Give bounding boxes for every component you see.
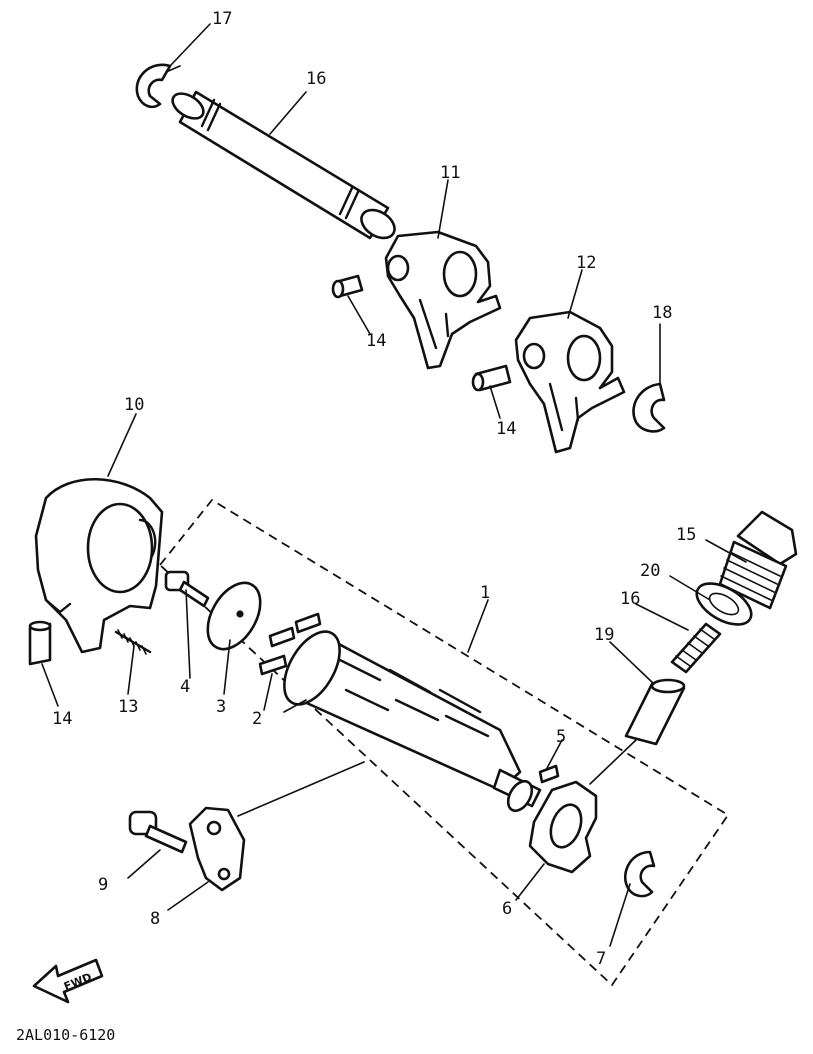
callout-13: 13	[118, 697, 138, 717]
callout-11: 11	[440, 163, 460, 183]
pin-14-lower	[28, 620, 52, 666]
callout-3: 3	[216, 697, 226, 717]
callout-7: 7	[596, 949, 606, 969]
callout-14-upper: 14	[366, 331, 386, 351]
washer-20	[695, 582, 753, 626]
callout-19: 19	[594, 625, 614, 645]
leader-lines	[41, 23, 747, 947]
shift-fork-10	[34, 477, 164, 654]
pin-14-middle	[471, 364, 512, 392]
plunger-19	[624, 678, 686, 746]
bolt-9	[128, 810, 188, 854]
plate-3	[206, 581, 262, 651]
callout-20: 20	[640, 561, 660, 581]
spring-13	[114, 629, 152, 655]
callout-2: 2	[252, 709, 262, 729]
shift-shaft-15	[171, 90, 396, 240]
callout-14-middle: 14	[496, 419, 516, 439]
callout-15: 16	[306, 69, 326, 89]
callout-9: 9	[98, 875, 108, 895]
callout-16-right: 18	[652, 303, 672, 323]
shift-fork-12	[514, 310, 626, 454]
callout-4: 4	[180, 677, 190, 697]
spring-18	[670, 622, 722, 674]
callout-5: 5	[556, 727, 566, 747]
neutral-plug-17	[718, 510, 798, 610]
fwd-arrow-icon: FWD	[32, 958, 104, 1004]
pin-14-upper	[331, 274, 364, 299]
segment-6	[528, 780, 598, 874]
bolt-4	[164, 570, 210, 608]
shift-drum-1	[283, 630, 542, 813]
callout-16-top: 17	[212, 9, 232, 29]
circlip-7	[623, 850, 656, 898]
stopper-lever-8	[188, 806, 246, 892]
shift-fork-11	[384, 230, 502, 370]
callout-10: 10	[124, 395, 144, 415]
callout-1: 1	[480, 583, 490, 603]
catalog-code: 2AL010-6120	[16, 1026, 115, 1044]
callout-14-lower: 14	[52, 709, 72, 729]
callout-17: 15	[676, 525, 696, 545]
circlip-16-top	[135, 63, 181, 109]
callout-18: 16	[620, 589, 640, 609]
pins-2	[258, 612, 322, 676]
callout-12: 12	[576, 253, 596, 273]
pin-5	[538, 764, 560, 784]
assembly-boundary	[158, 498, 730, 987]
callout-6: 6	[502, 899, 512, 919]
callout-8: 8	[150, 909, 160, 929]
circlip-16-right	[632, 382, 666, 433]
